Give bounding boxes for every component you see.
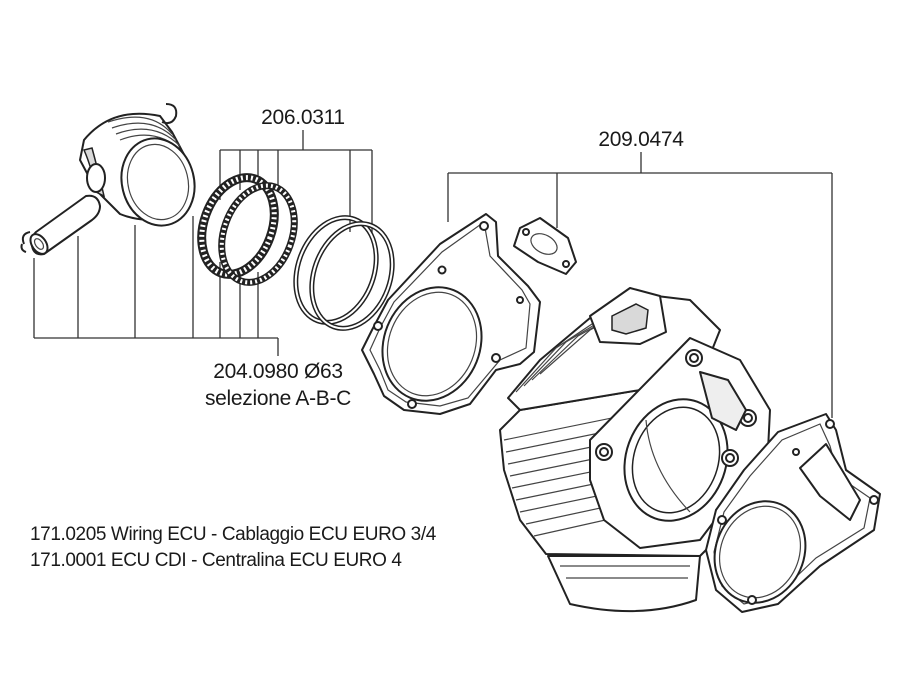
label-gaskets: 209.0474 <box>598 128 684 151</box>
cylinder-base-gasket <box>361 213 541 415</box>
piston <box>79 112 196 227</box>
label-piston-kit-selection: selezione A-B-C <box>205 387 351 410</box>
label-piston-kit: 204.0980 Ø63 <box>213 360 343 383</box>
label-piston-rings: 206.0311 <box>261 106 345 129</box>
note-ecu-cdi: 171.0001 ECU CDI - Centralina ECU EURO 4 <box>30 550 402 571</box>
small-gasket <box>513 217 577 275</box>
leader-lines <box>33 130 833 418</box>
circlip-bottom <box>20 231 31 253</box>
piston-pin <box>29 194 101 256</box>
circlip-top <box>161 103 178 125</box>
piston-rings <box>197 173 395 331</box>
note-wiring-ecu: 171.0205 Wiring ECU - Cablaggio ECU EURO… <box>30 524 437 545</box>
cylinder-head-gasket <box>705 413 881 613</box>
